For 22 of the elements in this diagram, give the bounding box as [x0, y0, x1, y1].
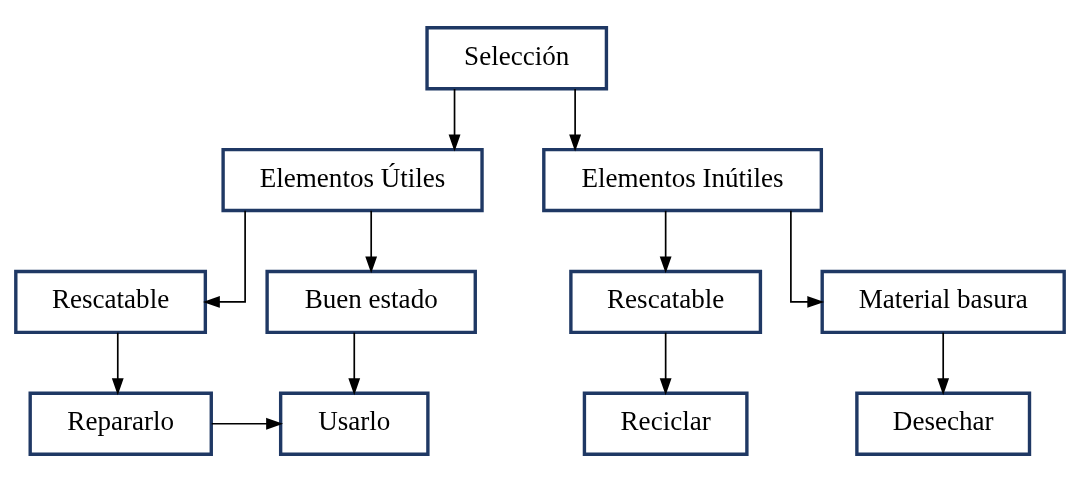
node-box: Buen estado: [265, 269, 477, 334]
arrow: [937, 331, 950, 395]
node-box: Elementos Útiles: [221, 147, 484, 212]
node-box: Elementos Inútiles: [542, 147, 824, 212]
node-box: Selección: [425, 25, 609, 90]
arrow: [659, 331, 672, 395]
node-box: Usarlo: [278, 391, 430, 456]
arrow: [659, 209, 672, 273]
arrow: [202, 209, 246, 308]
arrow: [210, 417, 284, 430]
node-box: Repararlo: [28, 391, 213, 456]
arrow: [569, 87, 582, 151]
arrow: [111, 331, 124, 395]
node-box: Reciclar: [582, 391, 749, 456]
node-box: Material basura: [820, 269, 1066, 334]
node-box: Rescatable: [14, 269, 208, 334]
arrow: [348, 331, 361, 395]
arrow: [448, 87, 461, 151]
node-box: Rescatable: [569, 269, 763, 334]
arrow: [790, 209, 825, 308]
node-box: Desechar: [855, 391, 1032, 456]
arrow: [365, 209, 378, 273]
